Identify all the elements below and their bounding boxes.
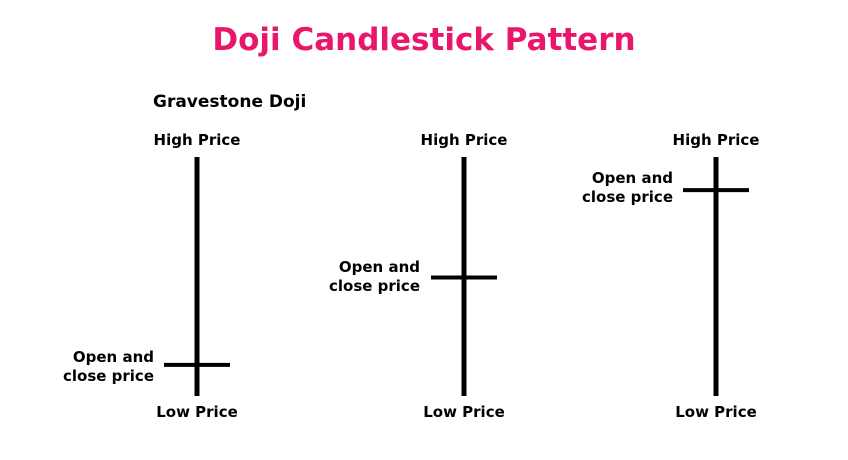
candle-3-open-close-label: Open and close price bbox=[559, 169, 673, 207]
candle-1-low-label: Low Price bbox=[156, 403, 238, 421]
candle-1-open-close-line-2: close price bbox=[62, 367, 154, 385]
candle-3-low-label: Low Price bbox=[675, 403, 757, 421]
candle-3-high-label: High Price bbox=[672, 131, 760, 149]
candle-2-open-close-line-2: close price bbox=[328, 277, 420, 295]
candle-1-open-close-line-1: Open and bbox=[72, 348, 154, 366]
candle-2-open-close-line-1: Open and bbox=[338, 258, 420, 276]
candle-1-high-label: High Price bbox=[153, 131, 241, 149]
candle-2-low-label: Low Price bbox=[423, 403, 505, 421]
candle-2-open-close-label: Open and close price bbox=[306, 258, 420, 296]
page-title: Doji Candlestick Pattern bbox=[212, 22, 636, 58]
candle-2-high-label: High Price bbox=[420, 131, 508, 149]
diagram-subtitle: Gravestone Doji bbox=[153, 92, 307, 112]
candle-3-open-close-line-2: close price bbox=[581, 188, 673, 206]
candle-3-open-close-line-1: Open and bbox=[591, 169, 673, 187]
candle-1-open-close-label: Open and close price bbox=[40, 348, 154, 386]
